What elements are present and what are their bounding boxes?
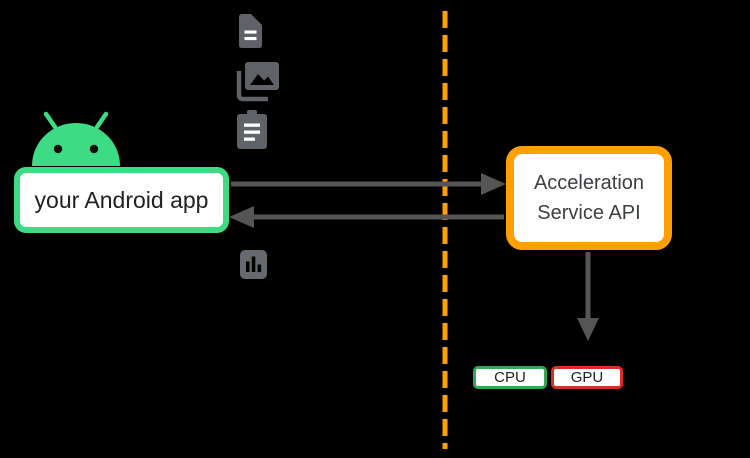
bar-chart-icon: [240, 250, 267, 279]
gpu-node: GPU: [551, 366, 623, 389]
gpu-label: GPU: [570, 369, 604, 386]
acceleration-service-label-line2: Service API: [537, 202, 641, 224]
arrow-service-to-app: [229, 206, 504, 228]
clipboard-icon: [237, 110, 267, 149]
acceleration-service-node: Acceleration Service API: [506, 146, 672, 250]
android-robot-icon: [32, 111, 120, 166]
boundary-dashed-line: [442, 11, 448, 449]
arrow-app-to-service: [231, 173, 506, 195]
document-icon: [239, 14, 262, 48]
cpu-node: CPU: [473, 366, 547, 389]
android-app-node: your Android app: [14, 167, 229, 233]
arrow-service-to-hardware: [577, 252, 599, 341]
android-app-label: your Android app: [34, 186, 209, 213]
acceleration-service-label-line1: Acceleration: [533, 172, 645, 194]
photo-library-icon: [236, 62, 279, 102]
cpu-label: CPU: [494, 369, 526, 386]
